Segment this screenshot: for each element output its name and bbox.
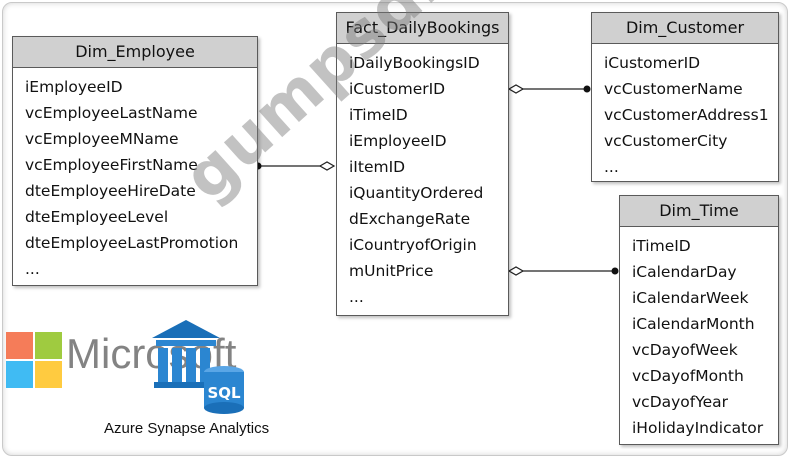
link-fact-time-end — [507, 266, 525, 276]
field: mUnitPrice — [349, 262, 434, 280]
field: dteEmployeeHireDate — [25, 182, 196, 200]
field: iCalendarMonth — [632, 315, 755, 333]
sql-label: SQL — [207, 384, 241, 402]
field-list: iTimeID iCalendarDay iCalendarWeek iCale… — [620, 227, 778, 441]
field: iCalendarWeek — [632, 289, 749, 307]
field: iEmployeeID — [25, 78, 123, 96]
logo-square-blue — [6, 361, 33, 388]
logo-square-red — [6, 332, 33, 359]
field: iHolidayIndicator — [632, 419, 764, 437]
field: iTimeID — [349, 106, 408, 124]
field: iCountryofOrigin — [349, 236, 477, 254]
field: iDailyBookingsID — [349, 54, 480, 72]
field: iItemID — [349, 158, 406, 176]
field: iQuantityOrdered — [349, 184, 484, 202]
field: iCustomerID — [604, 54, 701, 72]
field: vcDayofWeek — [632, 341, 738, 359]
entity-title: Fact_DailyBookings — [337, 13, 508, 44]
field: vcCustomerCity — [604, 132, 728, 150]
field: ... — [604, 158, 619, 176]
field: vcDayofMonth — [632, 367, 744, 385]
microsoft-logo-icon — [6, 332, 62, 388]
product-caption: Azure Synapse Analytics — [104, 420, 270, 437]
field: ... — [349, 288, 364, 306]
synapse-sql-icon: SQL — [152, 320, 244, 414]
field: vcEmployeeFirstName — [25, 156, 198, 174]
field: vcCustomerName — [604, 80, 743, 98]
diagram-frame — [2, 2, 788, 456]
field: vcDayofYear — [632, 393, 729, 411]
entity-fact-dailybookings: Fact_DailyBookings iDailyBookingsID iCus… — [336, 12, 509, 316]
field: vcCustomerAddress1 — [604, 106, 769, 124]
field: iCustomerID — [349, 80, 446, 98]
entity-dim-customer: Dim_Customer iCustomerID vcCustomerName … — [591, 12, 779, 182]
field: iEmployeeID — [349, 132, 447, 150]
field-list: iDailyBookingsID iCustomerID iTimeID iEm… — [337, 44, 508, 310]
field: iTimeID — [632, 237, 691, 255]
field: vcEmployeeLastName — [25, 104, 198, 122]
entity-title: Dim_Customer — [592, 13, 778, 44]
field: dteEmployeeLevel — [25, 208, 169, 226]
field: dExchangeRate — [349, 210, 471, 228]
link-time-end — [611, 267, 619, 275]
field-list: iEmployeeID vcEmployeeLastName vcEmploye… — [13, 68, 257, 282]
link-fact-customer-end — [507, 84, 525, 94]
entity-dim-time: Dim_Time iTimeID iCalendarDay iCalendarW… — [619, 195, 779, 445]
field: dteEmployeeLastPromotion — [25, 234, 239, 252]
field: iCalendarDay — [632, 263, 737, 281]
logo-square-green — [35, 332, 62, 359]
link-fact-employee-end — [318, 161, 336, 171]
field: ... — [25, 260, 40, 278]
entity-title: Dim_Employee — [13, 37, 257, 68]
field-list: iCustomerID vcCustomerName vcCustomerAdd… — [592, 44, 778, 180]
link-customer-end — [583, 85, 591, 93]
entity-title: Dim_Time — [620, 196, 778, 227]
entity-dim-employee: Dim_Employee iEmployeeID vcEmployeeLastN… — [12, 36, 258, 286]
field: vcEmployeeMName — [25, 130, 179, 148]
logo-square-yellow — [35, 361, 62, 388]
